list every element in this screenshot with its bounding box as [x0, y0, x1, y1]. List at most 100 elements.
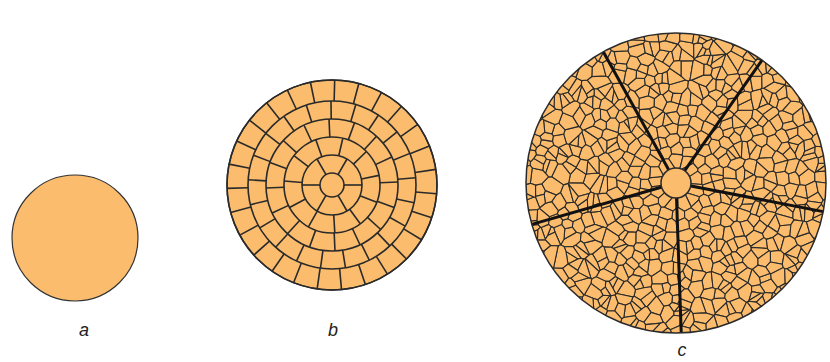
- cell: [552, 283, 566, 301]
- cell-wall: [229, 164, 250, 168]
- cell: [759, 307, 786, 338]
- cell-wall: [317, 159, 326, 175]
- cell-wall: [338, 159, 347, 175]
- cell-wall: [308, 211, 317, 227]
- cell-wall: [361, 244, 369, 260]
- cell: [521, 56, 557, 96]
- cell: [544, 191, 556, 204]
- cell: [695, 28, 707, 31]
- cell: [815, 146, 826, 158]
- cell-wall: [344, 184, 362, 186]
- cell: [822, 221, 830, 235]
- cell: [821, 126, 830, 145]
- cell: [658, 83, 669, 95]
- cell: [623, 328, 638, 338]
- cell-wall: [383, 132, 397, 143]
- cell-wall: [388, 106, 402, 122]
- cell: [729, 28, 757, 46]
- cell: [819, 234, 830, 251]
- radial-wall: [532, 186, 667, 225]
- cell-wall: [361, 175, 379, 179]
- cell-wall: [392, 244, 407, 259]
- cell-wall: [350, 209, 361, 224]
- cell-wall: [306, 105, 312, 122]
- cell: [565, 278, 576, 289]
- cell-wall: [343, 250, 346, 268]
- cell-wall: [267, 103, 280, 119]
- cell-wall: [310, 230, 316, 247]
- cell: [706, 28, 716, 35]
- cell: [648, 28, 659, 32]
- cell-wall: [304, 125, 312, 141]
- cell-wall: [266, 186, 284, 188]
- cell: [706, 315, 718, 333]
- cell: [640, 179, 652, 190]
- cell: [648, 334, 655, 338]
- cell: [546, 160, 558, 177]
- cell: [521, 293, 576, 338]
- cell: [636, 230, 651, 243]
- radial-wall: [682, 60, 762, 175]
- cell: [687, 333, 704, 338]
- cell: [523, 183, 536, 197]
- cell: [521, 192, 523, 194]
- cell: [750, 76, 762, 91]
- cell-wall: [276, 234, 288, 247]
- cell: [538, 227, 546, 240]
- cell: [521, 244, 540, 260]
- cell-wall: [290, 199, 306, 207]
- cell-wall: [333, 233, 335, 251]
- cell-wall: [249, 120, 266, 133]
- cell: [777, 142, 790, 154]
- cell-wall: [404, 229, 422, 240]
- cell: [521, 181, 526, 192]
- ring-boundary: [302, 155, 362, 215]
- cell: [594, 89, 605, 101]
- cell-wall: [240, 225, 258, 235]
- cell: [824, 141, 830, 150]
- cell: [717, 331, 723, 338]
- cell: [776, 57, 784, 72]
- cell: [521, 213, 528, 224]
- cell: [774, 287, 818, 335]
- cell-wall: [369, 115, 379, 130]
- cell: [716, 328, 728, 335]
- cell-wall: [272, 205, 288, 213]
- cell: [705, 330, 718, 338]
- cell-wall: [328, 119, 330, 137]
- cell: [584, 306, 591, 319]
- cell: [814, 107, 830, 128]
- cell-wall: [231, 207, 251, 213]
- cell-wall: [287, 220, 299, 233]
- cell: [719, 257, 729, 267]
- cell: [792, 196, 808, 205]
- cell: [521, 193, 524, 204]
- cell-wall: [352, 228, 360, 244]
- figure-letter: a: [79, 321, 89, 339]
- cell: [723, 127, 735, 138]
- cell: [757, 157, 775, 171]
- cell: [649, 249, 659, 261]
- cell: [541, 28, 586, 62]
- cell: [817, 163, 830, 172]
- cell: [751, 89, 763, 109]
- cell-wall: [287, 90, 296, 109]
- cell: [592, 315, 601, 327]
- figure-letter: c: [678, 341, 687, 359]
- cell: [521, 250, 544, 281]
- cell: [521, 95, 542, 117]
- cell: [651, 270, 667, 284]
- cell: [798, 69, 830, 105]
- cell: [810, 245, 830, 277]
- cell-wall: [393, 153, 410, 160]
- cell-wall: [348, 123, 354, 140]
- cell: [777, 28, 830, 70]
- cell: [755, 28, 798, 54]
- cell-wall: [410, 146, 429, 154]
- cell: [793, 43, 830, 90]
- cell: [816, 182, 830, 200]
- cell-wall: [338, 195, 347, 211]
- cell-wall: [272, 254, 284, 271]
- cell: [733, 141, 742, 158]
- cell: [607, 176, 617, 190]
